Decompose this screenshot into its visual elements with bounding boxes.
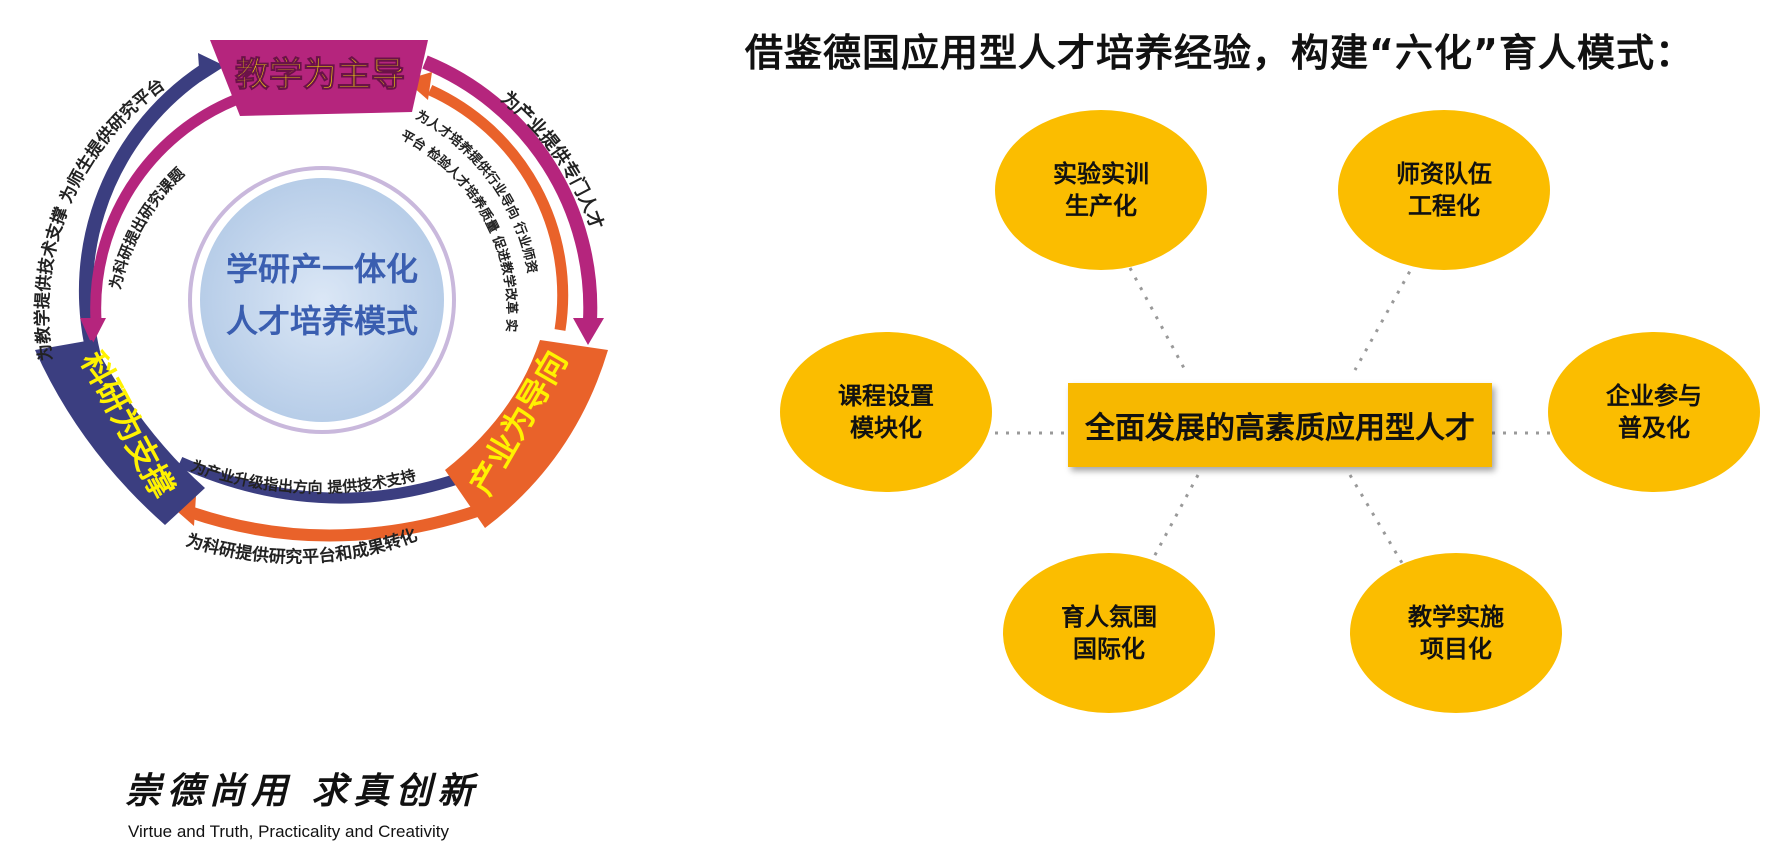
outer-right-arrowhead <box>573 318 604 345</box>
outer-right-arrow <box>422 55 598 321</box>
center-circle <box>200 178 444 422</box>
bubble-teaching-line1: 教学实施 <box>1408 603 1504 631</box>
bubble-teaching: 教学实施 项目化 <box>1350 553 1562 713</box>
connector-6 <box>1348 474 1407 569</box>
motto-english: Virtue and Truth, Practicality and Creat… <box>128 822 449 841</box>
inner-left-arrowhead <box>80 318 106 345</box>
center-line-1: 学研产一体化 <box>226 250 418 288</box>
node-teaching: 教学为主导 <box>210 40 428 116</box>
outer-left-arrowhead <box>198 53 225 82</box>
bubble-atmosphere: 育人氛围 国际化 <box>1003 553 1215 713</box>
connector-1 <box>1128 267 1187 371</box>
center-goal-box: 全面发展的高素质应用型人才 <box>1068 383 1492 467</box>
radial-title: 借鉴德国应用型人才培养经验，构建“六化”育人模式： <box>745 31 1694 75</box>
bottom-outer-arrow <box>188 504 482 542</box>
bubble-teaching-line2: 项目化 <box>1420 635 1492 663</box>
bubble-atmosphere-line1: 育人氛围 <box>1061 603 1157 631</box>
bottom-inner-arrow <box>177 456 462 504</box>
bubble-curriculum: 课程设置 模块化 <box>780 332 992 492</box>
bubble-enterprise-line1: 企业参与 <box>1606 382 1702 410</box>
inner-left-arrow <box>90 94 238 321</box>
node-teaching-label: 教学为主导 <box>235 55 405 95</box>
integration-cycle-diagram: 教学为主导 科研为支撑 产业为导向 学研产一体化 人才培养模式 为教学提供技术支… <box>0 0 608 568</box>
bubble-atmosphere-line2: 国际化 <box>1073 635 1145 663</box>
bubble-enterprise: 企业参与 普及化 <box>1548 332 1760 492</box>
bubble-curriculum-line1: 课程设置 <box>838 382 934 410</box>
motto-chinese: 崇德尚用 求真创新 <box>125 770 480 812</box>
bubble-faculty-line2: 工程化 <box>1408 192 1480 220</box>
bubble-enterprise-line2: 普及化 <box>1618 414 1690 442</box>
bubble-experiment-line2: 生产化 <box>1065 192 1137 220</box>
bubble-faculty: 师资队伍 工程化 <box>1338 110 1550 270</box>
center-line-2: 人才培养模式 <box>226 302 418 340</box>
bubble-experiment: 实验实训 生产化 <box>995 110 1207 270</box>
connector-5 <box>1146 474 1200 569</box>
inner-right-arrow <box>427 84 569 331</box>
bubble-curriculum-line2: 模块化 <box>850 414 922 442</box>
connector-2 <box>1353 261 1417 371</box>
bubble-experiment-line1: 实验实训 <box>1053 160 1149 188</box>
bubble-faculty-line1: 师资队伍 <box>1396 160 1492 188</box>
